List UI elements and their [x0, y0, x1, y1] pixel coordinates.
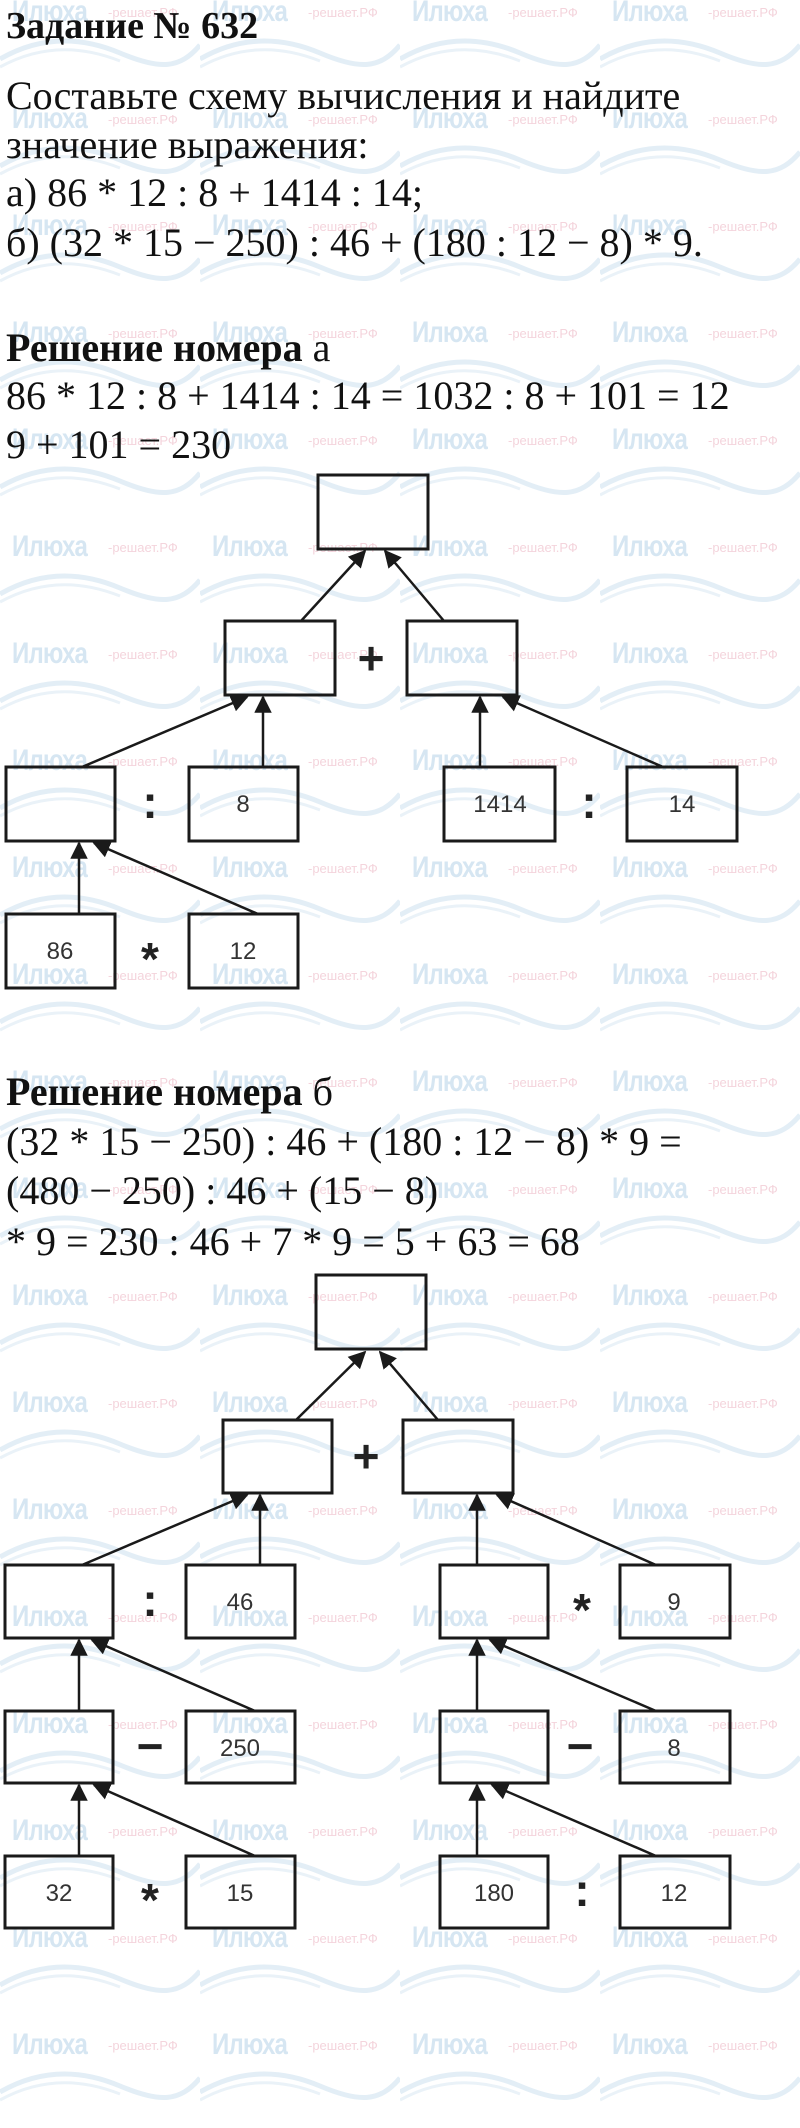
solution-b-heading-letter: б	[302, 1069, 333, 1114]
value-label: 46	[227, 1589, 254, 1616]
box-quotient-left	[223, 619, 337, 697]
watermark-tile: Илюха-решает.РФ	[0, 1921, 200, 2021]
solution-b-heading: Решение номера б	[6, 1068, 333, 1116]
watermark-tile: Илюха-решает.РФ	[200, 1921, 400, 2021]
value-label: 180	[474, 1880, 514, 1907]
box-quotient	[221, 1418, 334, 1495]
solution-b-heading-bold: Решение номера	[6, 1069, 303, 1114]
box-value	[618, 1709, 732, 1785]
value-label: 250	[220, 1735, 260, 1762]
box-value	[3, 1854, 115, 1930]
value-label: 32	[46, 1880, 73, 1907]
watermark-tile: Илюха-решает.РФ	[0, 2028, 200, 2128]
value-label: 14	[669, 791, 696, 818]
box-quotient	[438, 1709, 550, 1785]
box-difference	[438, 1563, 550, 1640]
operator-divide: :	[574, 1864, 589, 1916]
value-label: 12	[230, 938, 257, 965]
watermark-tile: Илюха-решает.РФ	[600, 1921, 800, 2021]
box-product	[3, 1709, 115, 1785]
arrows	[70, 1350, 657, 1858]
value-label: 86	[47, 938, 74, 965]
calculation-diagrams: 8 1414 14 86 12 + : : *	[3, 473, 739, 1930]
operator-divide: :	[142, 776, 157, 828]
operator-multiply: *	[141, 933, 159, 985]
value-label: 12	[661, 1880, 688, 1907]
diagram-b: 46 9 250 8 32 15 180 12 + : * − − * :	[3, 1273, 732, 1930]
box-product	[401, 1418, 515, 1495]
value-label: 8	[236, 791, 249, 818]
operator-multiply: *	[573, 1584, 591, 1636]
box-value	[184, 1854, 297, 1930]
watermark-tile: Илюха-решает.РФ	[400, 2028, 600, 2128]
operator-minus: −	[567, 1720, 594, 1772]
solution-a-heading-letter: а	[302, 325, 331, 370]
operator-minus: −	[137, 1720, 164, 1772]
value-label: 1414	[473, 791, 526, 818]
value-label: 9	[667, 1589, 680, 1616]
box-product	[4, 765, 117, 843]
operator-divide: :	[142, 1574, 157, 1626]
solution-b-line2: (480 − 250) : 46 + (15 − 8)	[6, 1168, 439, 1213]
box-value	[438, 1854, 550, 1930]
value-label: 8	[667, 1735, 680, 1762]
solution-a-line2: 9 + 101 = 230	[6, 422, 232, 467]
box-difference	[3, 1563, 115, 1640]
result-box	[316, 473, 430, 551]
box-quotient-right	[405, 619, 519, 697]
box-value	[618, 1854, 732, 1930]
operator-multiply: *	[141, 1874, 159, 1926]
box-value	[184, 1709, 297, 1785]
value-label: 15	[227, 1880, 254, 1907]
result-box	[314, 1273, 428, 1351]
watermark-tile: Илюха-решает.РФ	[400, 1921, 600, 2021]
watermark-tile: Илюха-решает.РФ	[600, 2028, 800, 2128]
diagram-a: 8 1414 14 86 12 + : : *	[4, 473, 739, 990]
operator-divide: :	[581, 776, 596, 828]
operator-plus: +	[353, 1430, 380, 1482]
task-text-line1: Составьте схему вычисления и найдите	[6, 73, 681, 118]
operator-plus: +	[358, 632, 385, 684]
watermark-tile: Илюха-решает.РФ	[200, 2028, 400, 2128]
task-expression-a: а) 86 * 12 : 8 + 1414 : 14;	[6, 170, 423, 215]
arrows	[70, 549, 664, 916]
